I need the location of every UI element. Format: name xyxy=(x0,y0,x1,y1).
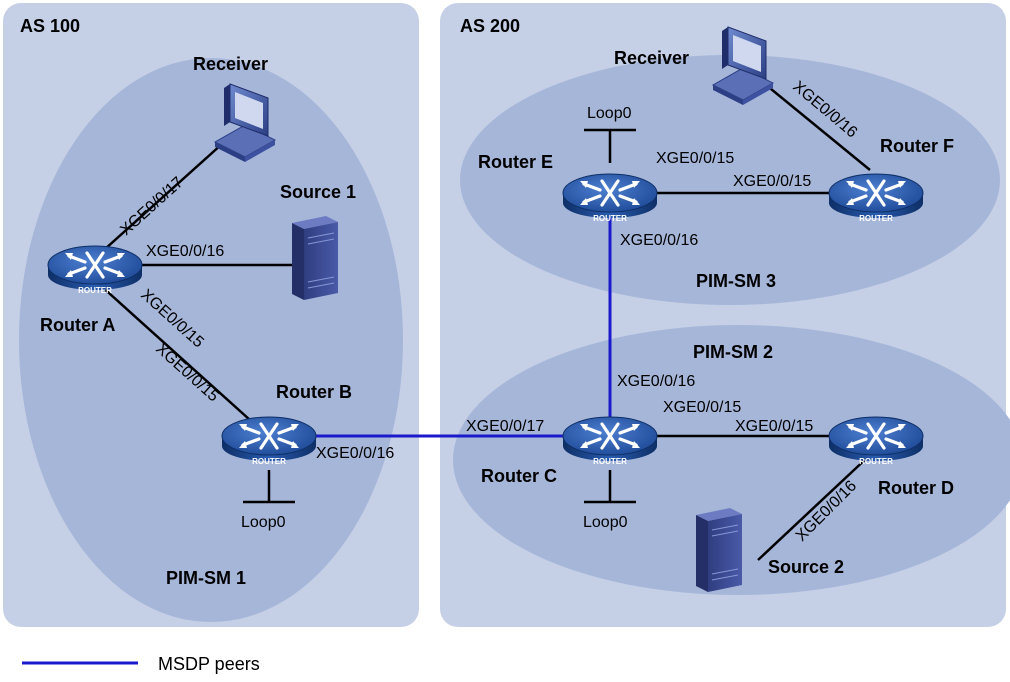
source1-server[interactable] xyxy=(291,215,339,301)
router-e[interactable]: ROUTER xyxy=(561,172,659,223)
loop0-e-label: Loop0 xyxy=(587,105,632,122)
pim-sm1-domain xyxy=(19,58,403,622)
pim-sm1-label: PIM-SM 1 xyxy=(166,568,246,588)
router-icon xyxy=(827,415,925,463)
if-c-to-e: XGE0/0/16 xyxy=(617,373,695,390)
link-d-source2 xyxy=(757,454,871,561)
router-a[interactable]: ROUTER xyxy=(46,244,144,295)
router-badge: ROUTER xyxy=(593,214,627,223)
router-icon xyxy=(561,172,659,220)
router-badge: ROUTER xyxy=(859,214,893,223)
if-f-to-e: XGE0/0/15 xyxy=(733,173,811,190)
router-badge: ROUTER xyxy=(593,457,627,466)
if-d-to-c: XGE0/0/15 xyxy=(735,418,813,435)
msdp-links xyxy=(300,215,612,438)
router-e-label: Router E xyxy=(478,152,553,172)
router-d[interactable]: ROUTER xyxy=(827,415,925,466)
loop0-b-label: Loop0 xyxy=(241,514,286,531)
router-b[interactable]: ROUTER xyxy=(220,415,318,466)
link-a-b xyxy=(99,284,251,421)
as100-label: AS 100 xyxy=(20,16,80,36)
server-icon xyxy=(695,507,743,593)
if-b-to-c: XGE0/0/16 xyxy=(316,445,394,462)
loop0-c-label: Loop0 xyxy=(583,514,628,531)
router-f[interactable]: ROUTER xyxy=(827,172,925,223)
if-c-to-d: XGE0/0/15 xyxy=(663,399,741,416)
router-badge: ROUTER xyxy=(78,286,112,295)
router-badge: ROUTER xyxy=(252,457,286,466)
router-icon xyxy=(46,244,144,292)
as200-label: AS 200 xyxy=(460,16,520,36)
server-icon xyxy=(291,215,339,301)
router-icon xyxy=(220,415,318,463)
legend-msdp-label: MSDP peers xyxy=(158,654,260,674)
source1-label: Source 1 xyxy=(280,182,356,202)
pim-sm2-domain xyxy=(453,325,1010,595)
router-c[interactable]: ROUTER xyxy=(561,415,659,466)
if-e-to-f: XGE0/0/15 xyxy=(656,150,734,167)
if-c-to-b: XGE0/0/17 xyxy=(466,418,544,435)
physical-links xyxy=(94,79,871,561)
if-a-source1: XGE0/0/16 xyxy=(146,243,224,260)
router-c-label: Router C xyxy=(481,466,557,486)
pim-sm3-label: PIM-SM 3 xyxy=(696,271,776,291)
pim-sm2-label: PIM-SM 2 xyxy=(693,342,773,362)
router-icon xyxy=(561,415,659,463)
router-a-label: Router A xyxy=(40,315,115,335)
router-f-label: Router F xyxy=(880,136,954,156)
source2-server[interactable] xyxy=(695,507,743,593)
source2-label: Source 2 xyxy=(768,557,844,577)
receiver-as200-label: Receiver xyxy=(614,48,689,68)
link-a-receiver xyxy=(94,134,233,259)
if-e-to-c: XGE0/0/16 xyxy=(620,232,698,249)
router-badge: ROUTER xyxy=(859,457,893,466)
receiver-as100-label: Receiver xyxy=(193,54,268,74)
pim-sm3-domain xyxy=(460,55,1000,305)
link-f-receiver xyxy=(759,79,871,171)
router-icon xyxy=(827,172,925,220)
router-b-label: Router B xyxy=(276,382,352,402)
router-d-label: Router D xyxy=(878,478,954,498)
